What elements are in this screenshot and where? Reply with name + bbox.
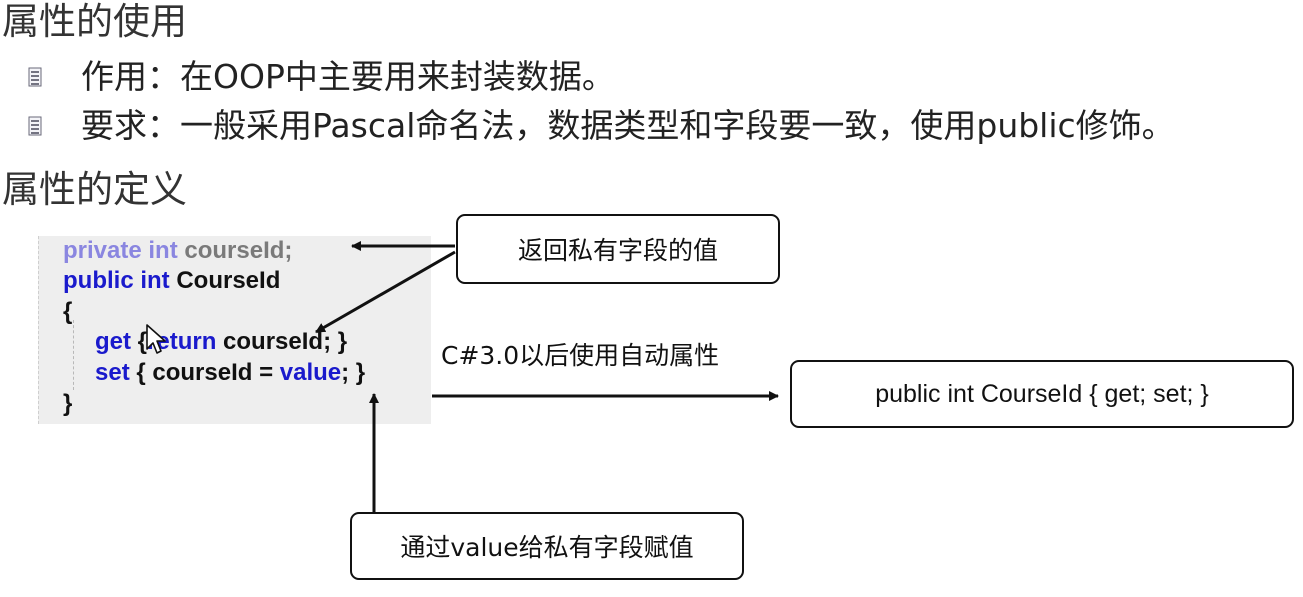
auto-property-note: C#3.0以后使用自动属性 [441,341,720,370]
brace: { [137,328,148,355]
indent-guide [73,320,74,390]
callout-auto-property: public int CourseId { get; set; } [790,360,1294,428]
code-line-field: private int courseId; [63,236,292,266]
keyword: private [63,237,142,264]
bullet-text: 作用：在OOP中主要用来封装数据。 [81,57,615,96]
list-bullet-icon [28,67,42,87]
section-title-definition: 属性的定义 [2,168,187,211]
code-text: ; } [341,359,366,386]
keyword: int [148,237,178,264]
code-text: courseId; } [223,328,348,355]
keyword: value [279,359,342,386]
keyword: get [95,328,131,355]
code-line-property: public int CourseId [63,266,280,296]
list-bullet-icon [28,116,42,136]
code-line-setter: set { courseId = value; } [95,358,365,388]
code-line-open-brace: { [63,298,73,325]
code-text: { courseId = [136,359,280,386]
code-snippet: private int courseId; public int CourseI… [38,236,431,424]
code-line-close-brace: } [63,390,73,417]
callout-return-value: 返回私有字段的值 [456,214,780,284]
keyword: int [140,267,170,294]
keyword: public [63,267,134,294]
identifier: courseId; [184,237,293,264]
keyword: set [95,359,130,386]
section-title-usage: 属性的使用 [2,0,187,43]
bullet-text: 要求：一般采用Pascal命名法，数据类型和字段要一致，使用public修饰。 [81,106,1175,145]
mouse-cursor-icon [146,324,166,354]
callout-assign-value: 通过value给私有字段赋值 [350,512,744,580]
identifier: CourseId [176,267,281,294]
bullet-item-purpose: 作用：在OOP中主要用来封装数据。 [28,55,615,99]
bullet-item-requirement: 要求：一般采用Pascal命名法，数据类型和字段要一致，使用public修饰。 [28,104,1175,148]
code-line-getter: get {return courseId; } [95,327,347,357]
